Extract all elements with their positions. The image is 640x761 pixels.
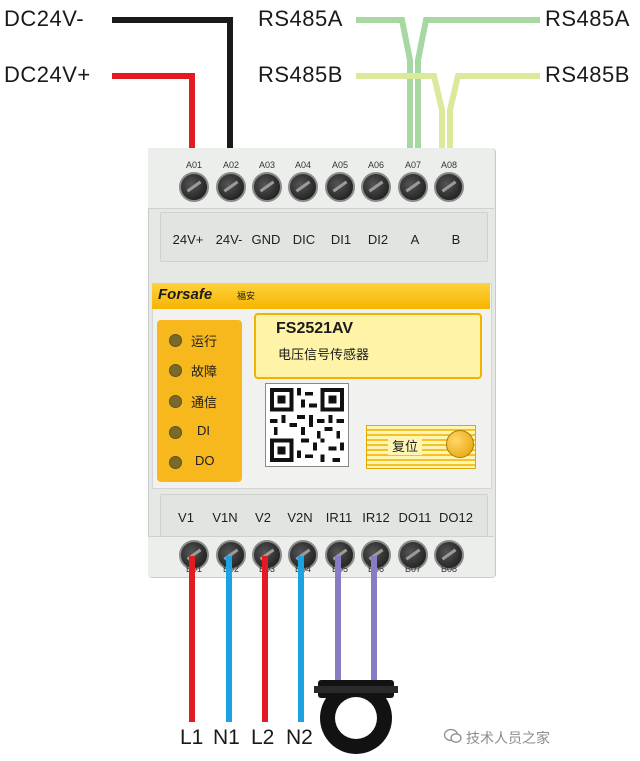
led-label-fault: 故障 [191,364,218,379]
led-label-do: DO [195,453,215,468]
terminal-screw-b07 [398,540,428,570]
terminal-id-a05: A05 [331,160,348,170]
port-label-v2n: V2N [287,510,313,525]
port-label-v2: V2 [255,510,271,525]
port-label-v1n: V1N [212,510,238,525]
top-label-strip [160,212,488,262]
port-label-v1: V1 [178,510,194,525]
terminal-screw-a06 [361,172,391,202]
terminal-id-a08: A08 [440,160,457,170]
port-label-do11: DO11 [398,510,432,525]
label-rs485a-right: RS485A [545,6,630,31]
wire-dc24v-pos [112,73,195,182]
phase-label-n1: N1 [213,726,240,749]
terminal-screw-b08 [434,540,464,570]
wire-rs485b-left [356,73,445,182]
terminal-screw-a04 [288,172,318,202]
port-label-ir11: IR11 [325,510,353,525]
reset-button[interactable] [446,430,474,458]
port-label-ir12: IR12 [362,510,390,525]
terminal-screw-a05 [325,172,355,202]
phase-label-l2: L2 [251,726,275,749]
terminal-screw-a07 [398,172,428,202]
qr-code [265,383,349,467]
led-panel: 运行 故障 通信 DI DO [157,320,242,482]
terminal-id-a02: A02 [222,160,239,170]
model-subtitle: 电压信号传感器 [278,347,370,362]
terminal-id-a03: A03 [258,160,275,170]
label-rs485b-left: RS485B [258,62,343,87]
port-label-a: A [410,232,420,247]
wire-rs485b-right [447,73,540,182]
terminal-screw-b01 [179,540,209,570]
watermark-icon [443,728,462,744]
wire-rs485a-right [415,17,540,182]
watermark-text: 技术人员之家 [466,730,550,746]
phase-label-l1: L1 [180,726,204,749]
model-box [254,313,482,379]
led-label-di: DI [197,423,210,438]
terminal-screw-a03 [252,172,282,202]
led-label-run: 运行 [191,334,218,349]
label-rs485b-right: RS485B [545,62,630,87]
led-comm [169,395,182,408]
brand-bar [152,283,490,309]
bottom-label-strip [160,494,488,538]
phase-label-n2: N2 [286,726,313,749]
terminal-id-a07: A07 [404,160,421,170]
brand-logo: Forsafe [158,286,213,303]
led-di [169,426,182,439]
brand-logo-cn: 福安 [237,291,256,301]
label-dc24v-pos: DC24V+ [4,62,91,87]
port-label-do12: DO12 [439,510,473,525]
wire-rs485a-left [356,17,413,182]
port-label-gnd: GND [251,232,281,247]
terminal-screw-a02 [216,172,246,202]
port-label-24v-neg: 24V- [215,232,243,247]
port-label-b: B [451,232,461,247]
model-number: FS2521AV [276,320,354,337]
port-label-dic: DIC [292,232,316,247]
terminal-id-a01: A01 [185,160,202,170]
port-label-24v-pos: 24V+ [172,232,204,247]
terminal-id-b07: B07 [404,564,421,574]
led-label-comm: 通信 [191,395,218,410]
terminal-screw-a08 [434,172,464,202]
led-do [169,456,182,469]
reset-label: 复位 [388,436,423,455]
terminal-id-a04: A04 [294,160,311,170]
label-dc24v-neg: DC24V- [4,6,85,31]
current-transformer [314,680,398,754]
terminal-screw-a01 [179,172,209,202]
led-run [169,334,182,347]
wire-dc24v-neg [112,17,233,182]
led-fault [169,364,182,377]
port-label-di1: DI1 [330,232,352,247]
port-label-di2: DI2 [367,232,389,247]
terminal-id-a06: A06 [367,160,384,170]
terminal-id-b08: B08 [440,564,457,574]
label-rs485a-left: RS485A [258,6,343,31]
terminal-screw-b03 [252,540,282,570]
